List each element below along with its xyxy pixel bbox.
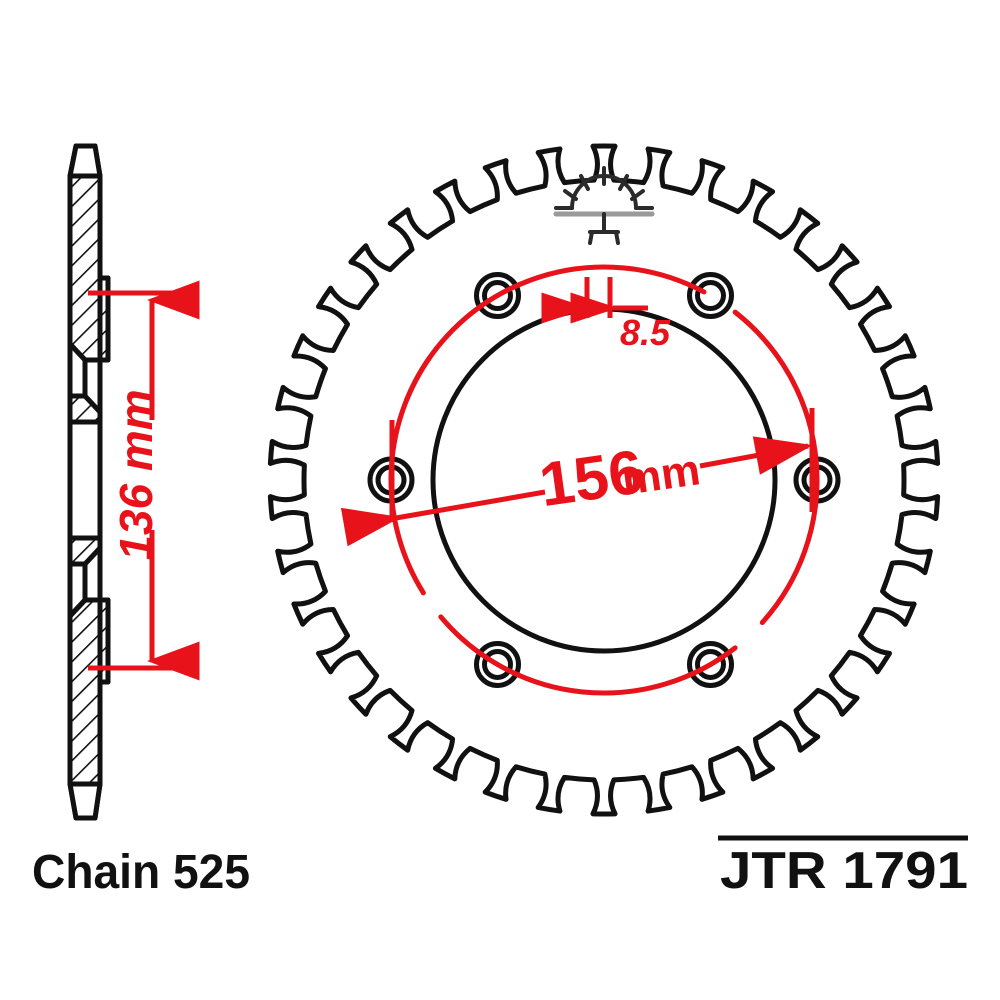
side-profile-top-tip <box>67 143 103 179</box>
dim-156-line-right <box>699 436 813 475</box>
chain-label: Chain 525 <box>32 846 250 899</box>
dimension-8-5: 8.5 <box>541 277 671 353</box>
side-profile-web <box>67 419 103 541</box>
dim-156-value: 156 <box>535 437 647 520</box>
dim-156-unit: mm <box>619 445 703 504</box>
bolt-hole-2-outer <box>474 272 521 320</box>
bolt-hole-2-inner <box>482 280 513 312</box>
bolt-circle-arc-top <box>404 264 707 403</box>
side-profile-bottom-tip <box>67 781 103 821</box>
part-number-label: JTR 1791 <box>720 842 968 900</box>
sunburst-center-mark-icon <box>553 166 655 245</box>
dim-85-label: 8.5 <box>620 312 671 353</box>
bolt-hole-3-outer <box>687 272 734 320</box>
side-profile-view <box>67 143 111 821</box>
bolt-hole-6-inner <box>482 648 513 680</box>
dim-156-line-left <box>340 489 546 547</box>
bolt-hole-3-inner <box>695 280 726 312</box>
dimension-156mm: 156 mm <box>340 408 815 547</box>
bolt-hole-5-inner <box>695 648 726 680</box>
bolt-hole-6-outer <box>474 640 521 688</box>
bolt-circle-arc-bottom <box>438 614 738 696</box>
bolt-circle-arc-right <box>732 309 820 626</box>
dim-136-label: 136 mm <box>110 389 162 560</box>
sprocket-teeth-outline <box>267 143 941 817</box>
bolt-hole-5-outer <box>687 640 734 688</box>
dimension-136mm: 136 mm <box>88 280 200 681</box>
